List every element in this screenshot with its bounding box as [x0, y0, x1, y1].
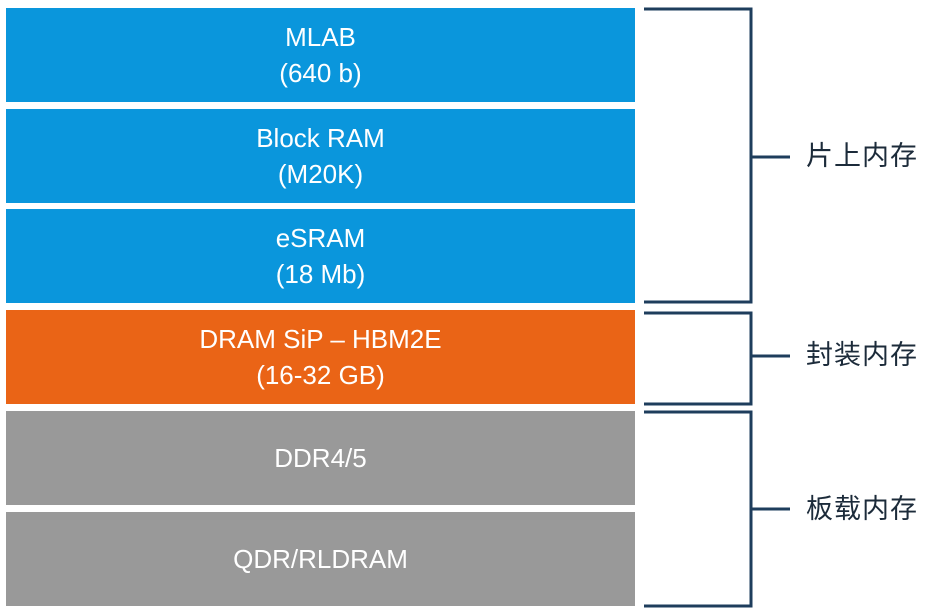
block-dram-sip-size: (16-32 GB) — [256, 360, 385, 390]
block-esram-name: eSRAM — [275, 223, 366, 253]
block-dram-sip-name: DRAM SiP – HBM2E — [199, 324, 442, 354]
group-label-in-package: 封装内存 — [806, 340, 918, 371]
group-label-on-chip: 片上内存 — [806, 141, 918, 172]
block-dram-sip: DRAM SiP – HBM2E (16-32 GB) — [6, 310, 635, 404]
block-ddr-name: DDR4/5 — [274, 443, 367, 473]
group-label-on-board: 板载内存 — [806, 494, 918, 525]
block-block-ram-size: (M20K) — [277, 159, 364, 189]
bracket-in-package — [644, 311, 790, 406]
block-esram: eSRAM (18 Mb) — [6, 209, 635, 303]
block-esram-size: (18 Mb) — [275, 259, 366, 289]
block-mlab: MLAB (640 b) — [6, 8, 635, 102]
bracket-on-board — [644, 410, 790, 608]
block-block-ram: Block RAM (M20K) — [6, 109, 635, 203]
block-ddr: DDR4/5 — [6, 411, 635, 505]
bracket-on-chip — [644, 7, 790, 304]
block-block-ram-name: Block RAM — [256, 123, 385, 153]
block-mlab-name: MLAB — [285, 22, 356, 52]
block-qdr-rldram-name: QDR/RLDRAM — [233, 544, 408, 574]
block-qdr-rldram: QDR/RLDRAM — [6, 512, 635, 606]
block-mlab-size: (640 b) — [279, 58, 362, 88]
